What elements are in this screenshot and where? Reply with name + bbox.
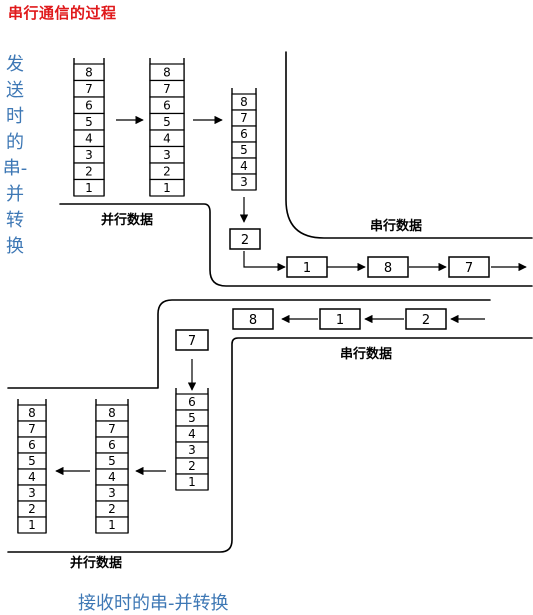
send-register-1-bit: 6 — [85, 98, 93, 112]
send-register-2: 8 7 6 5 4 3 2 1 — [149, 58, 185, 197]
receive-register-2-bit: 4 — [108, 470, 116, 484]
send-serial-bit-label: 7 — [465, 261, 473, 276]
receive-serial-bit: 2 — [405, 308, 447, 330]
send-register-1-bit: 7 — [85, 82, 93, 96]
receive-register-3-cell — [17, 516, 47, 534]
send-register-3-bit: 4 — [240, 159, 248, 173]
receive-register-2-bit: 5 — [108, 454, 116, 468]
send-serial-bit: 7 — [448, 256, 490, 278]
receive-serial-bit-label: 2 — [422, 313, 430, 328]
receive-serial-bit: 8 — [232, 308, 274, 330]
receive-serial-bit-label: 8 — [249, 313, 257, 328]
send-serial-bit: 8 — [367, 256, 409, 278]
receive-register-2-bit: 6 — [108, 438, 116, 452]
send-register-2-bit: 1 — [163, 181, 171, 195]
receive-register-3-bit: 1 — [28, 518, 36, 532]
send-serial-bit-label: 1 — [303, 261, 311, 276]
send-register-1-bit: 2 — [85, 164, 93, 178]
send-register-2-bit: 6 — [163, 98, 171, 112]
receive-register-2-bit: 3 — [108, 486, 116, 500]
send-channel-top-wall — [285, 51, 533, 239]
receive-serial-data-label: 串行数据 — [340, 346, 392, 362]
send-serial-bit-label: 8 — [384, 261, 392, 276]
receive-register-2-cell — [95, 516, 129, 534]
send-register-3-bit: 5 — [240, 143, 248, 157]
receive-register-2-bit: 8 — [108, 406, 116, 420]
receive-parallel-data-label: 并行数据 — [70, 555, 122, 571]
send-register-1-cell — [73, 178, 105, 197]
send-serial-data-label: 串行数据 — [370, 218, 422, 234]
send-register-3-cell — [231, 173, 257, 191]
receive-register-2-bit: 2 — [108, 502, 116, 516]
receive-register-1-bit: 4 — [188, 427, 196, 441]
receive-register-1-bit: 1 — [188, 475, 196, 489]
send-register-1-bit: 5 — [85, 115, 93, 129]
send-parallel-data-label: 并行数据 — [101, 212, 153, 228]
send-register-2-bit: 4 — [163, 131, 171, 145]
send-register-2-cell — [149, 178, 185, 197]
page-title: 串行通信的过程 — [8, 4, 117, 22]
register-cells: 8 7 6 5 4 3 2 1 8 7 6 5 4 3 2 1 8 7 6 5 4 3 2 1 8 7 8 1 2 7 6 5 4 3 2 1 8 7 6 5… — [17, 58, 490, 534]
receive-register-2: 8 7 6 5 4 3 2 1 — [95, 399, 129, 534]
send-register-2-bit: 8 — [163, 65, 171, 79]
receive-register-3-bit: 2 — [28, 502, 36, 516]
send-register-1-bit: 4 — [85, 131, 93, 145]
receive-register-3-bit: 5 — [28, 454, 36, 468]
receive-channel-top-wall — [7, 299, 491, 389]
receive-register-3-bit: 7 — [28, 422, 36, 436]
receive-register-1-bit: 5 — [188, 411, 196, 425]
send-channel-bottom-wall — [59, 203, 533, 287]
receive-register-3-bit: 3 — [28, 486, 36, 500]
receive-register-2-bit: 1 — [108, 518, 116, 532]
receive-register-1-bit: 2 — [188, 459, 196, 473]
send-register-2-bit: 2 — [163, 164, 171, 178]
send-shifting-bit: 2 — [229, 228, 261, 250]
send-register-3-bit: 3 — [240, 175, 248, 189]
send-register-1-bit: 1 — [85, 181, 93, 195]
send-register-2-bit: 5 — [163, 115, 171, 129]
receive-register-3-bit: 6 — [28, 438, 36, 452]
receive-register-1: 6 5 4 3 2 1 — [175, 388, 209, 491]
receive-serial-bit-label: 1 — [336, 313, 344, 328]
receive-register-3: 8 7 6 5 4 3 2 1 — [17, 399, 47, 534]
send-arrow-to-serial — [243, 251, 286, 272]
send-register-2-bit: 7 — [163, 82, 171, 96]
receive-register-3-bit: 8 — [28, 406, 36, 420]
send-register-3-bit: 8 — [240, 95, 248, 109]
receive-shifting-bit: 7 — [175, 329, 209, 351]
send-register-2-bit: 3 — [163, 148, 171, 162]
receive-register-2-bit: 7 — [108, 422, 116, 436]
send-register-1: 8 7 6 5 4 3 2 1 — [73, 58, 105, 197]
receive-shifting-bit-label: 7 — [188, 334, 196, 349]
flow-arrows — [55, 115, 527, 476]
receive-register-3-bit: 4 — [28, 470, 36, 484]
send-register-3-bit: 6 — [240, 127, 248, 141]
receive-register-1-bit: 6 — [188, 395, 196, 409]
send-register-3: 8 7 6 5 4 3 — [231, 88, 257, 191]
receive-register-1-bit: 3 — [188, 443, 196, 457]
send-serial-bit: 1 — [286, 256, 328, 278]
send-register-1-bit: 8 — [85, 65, 93, 79]
send-register-3-bit: 7 — [240, 111, 248, 125]
receive-channel-bottom-wall — [7, 337, 533, 553]
receive-register-1-cell — [175, 473, 209, 491]
receive-conversion-caption: 接收时的串-并转换 — [78, 593, 229, 614]
channel-outlines — [7, 51, 533, 553]
receive-serial-bit: 1 — [319, 308, 361, 330]
send-register-1-bit: 3 — [85, 148, 93, 162]
send-shifting-bit-label: 2 — [241, 233, 249, 248]
send-conversion-caption: 发送时的串-并转换 — [2, 54, 28, 257]
